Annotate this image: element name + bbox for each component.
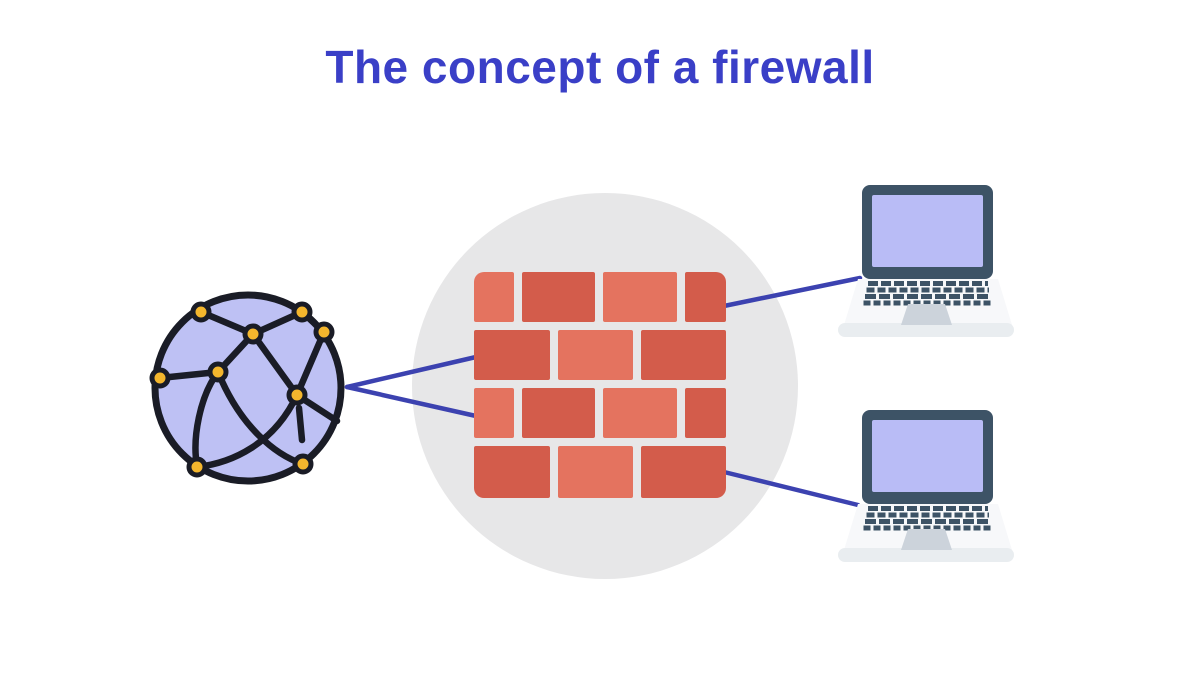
- network-node: [292, 453, 314, 475]
- brick: [474, 330, 550, 380]
- connection-lines: [344, 275, 863, 508]
- brick: [474, 272, 514, 322]
- brick: [685, 272, 726, 322]
- brick: [522, 272, 595, 322]
- brick: [474, 388, 514, 438]
- brick: [558, 330, 633, 380]
- network-node: [186, 456, 208, 478]
- network-node: [207, 361, 229, 383]
- globe-sphere: [151, 291, 345, 485]
- connection-internet-to-firewall-lower: [344, 384, 479, 419]
- globe-network-nodes: [149, 301, 335, 478]
- brick: [603, 272, 677, 322]
- network-globe-icon: [149, 291, 345, 485]
- page-title: The concept of a firewall: [325, 41, 875, 93]
- brick-wall-icon: [474, 272, 726, 498]
- network-node: [242, 323, 264, 345]
- connection-firewall-to-laptop-bottom: [721, 469, 861, 508]
- laptop-bottom-icon: [838, 410, 1014, 562]
- brick: [641, 446, 726, 498]
- brick: [474, 446, 550, 498]
- connection-internet-to-firewall-upper: [344, 354, 479, 390]
- network-node: [291, 301, 313, 323]
- brick: [522, 388, 595, 438]
- network-node: [149, 367, 171, 389]
- brick: [685, 388, 726, 438]
- laptop-top-icon: [838, 185, 1014, 337]
- brick: [641, 330, 726, 380]
- connection-firewall-to-laptop-top: [721, 275, 863, 309]
- brick: [603, 388, 677, 438]
- network-node: [190, 301, 212, 323]
- network-node: [286, 384, 308, 406]
- brick: [558, 446, 633, 498]
- firewall-halo-circle: [412, 193, 798, 579]
- network-node: [313, 321, 335, 343]
